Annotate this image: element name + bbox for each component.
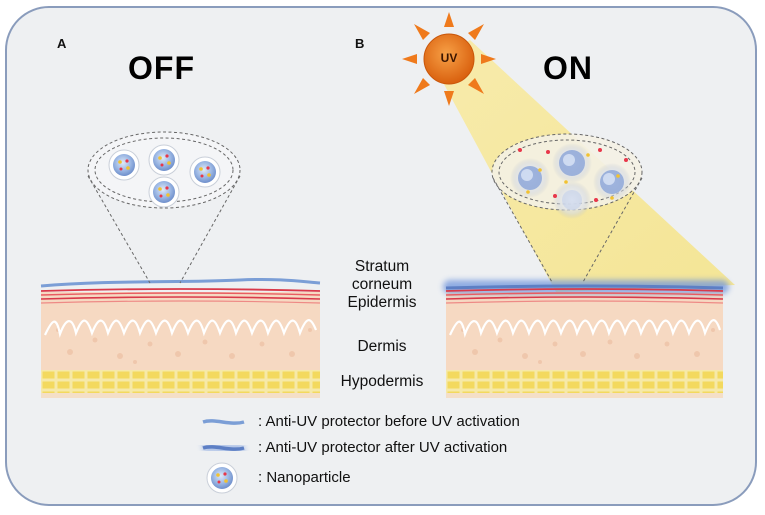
sun-uv-label: UV <box>440 51 458 65</box>
label-stratum-line1: Stratum <box>354 258 410 275</box>
nanoparticle-icon <box>108 149 140 181</box>
nanoparticles-b <box>510 143 631 219</box>
off-title: OFF <box>128 50 195 86</box>
protector-before-line <box>40 277 321 288</box>
legend-after-text: : Anti-UV protector after UV activation <box>258 439 508 456</box>
nanoparticle-icon <box>148 144 180 176</box>
protector-line-icon <box>202 419 245 425</box>
panel-letter-b: B <box>355 36 365 51</box>
on-title: ON <box>543 50 593 86</box>
nanoparticles-a <box>108 144 221 208</box>
panel-letter-a: A <box>57 36 67 51</box>
label-epidermis: Epidermis <box>347 294 417 311</box>
legend-nanoparticle-text: : Nanoparticle <box>258 469 351 486</box>
legend-before-text: : Anti-UV protector before UV activation <box>258 413 520 430</box>
label-stratum: Stratum corneum <box>322 258 442 294</box>
nanoparticle-icon <box>206 462 238 494</box>
label-stratum-line2: corneum <box>351 276 413 293</box>
label-dermis: Dermis <box>357 338 407 355</box>
protector-line-icon <box>201 441 246 455</box>
nanoparticle-icon <box>148 176 180 208</box>
skin-panel-b <box>443 280 729 398</box>
sun-icon <box>402 12 496 106</box>
skin-panel-a <box>40 277 321 398</box>
nanoparticle-icon <box>189 156 221 188</box>
label-hypodermis: Hypodermis <box>340 373 424 390</box>
released-molecules <box>518 148 628 202</box>
